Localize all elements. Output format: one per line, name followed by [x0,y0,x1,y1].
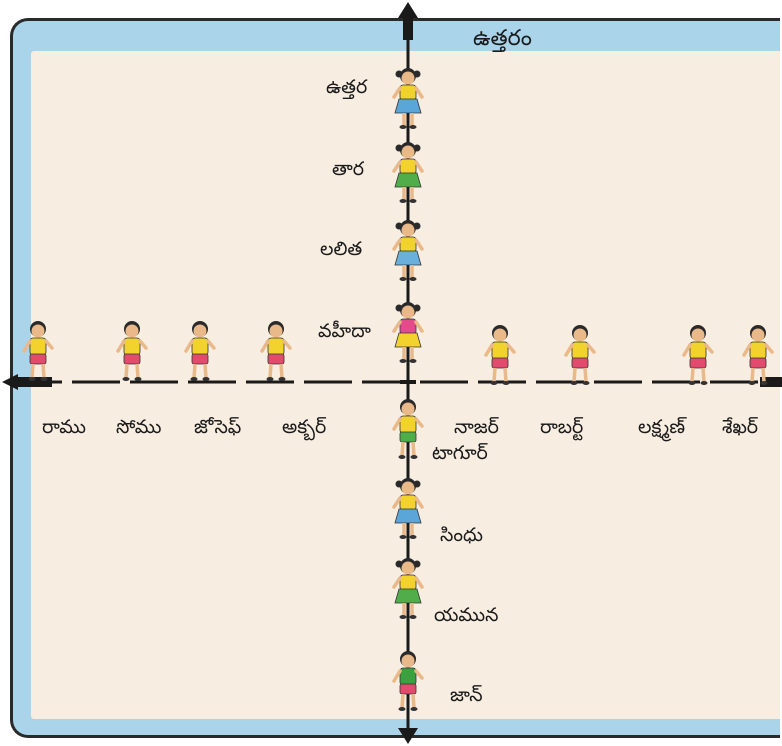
west-child-label-3: జోసెఫ్ [194,418,241,437]
east-child-label-3: లక్ష్మణ్ [638,418,685,437]
south-child-label-3: జాన్ [450,686,483,705]
west-child-figure-4 [256,318,296,382]
south-child-label-2: యమున [434,606,498,625]
west-child-label-1: రాము [42,418,86,437]
north-child-figure-1 [388,66,428,130]
west-child-label-4: అక్బర్ [282,418,326,437]
north-child-label-2: తార [332,160,364,179]
north-heading: ఉత్తరం [473,28,532,50]
north-child-label-1: ఉత్తర [326,78,367,97]
south-child-figure-1 [388,476,428,540]
west-child-figure-1 [18,318,58,382]
east-child-label-2: రాబర్ట్ [540,418,583,437]
north-child-figure-4 [388,300,428,364]
south-child-figure-3 [388,648,428,712]
south-child-label-1: సింధు [440,526,483,545]
east-child-figure-1 [480,322,520,386]
west-child-figure-3 [180,318,220,382]
south-child-figure-2 [388,556,428,620]
east-child-figure-2 [560,322,600,386]
west-child-figure-2 [112,318,152,382]
north-child-figure-2 [388,140,428,204]
north-child-label-3: లలిత [320,240,362,259]
center-child-label: టాగూర్ [432,444,488,463]
center-child-figure [388,396,428,460]
east-child-label-4: శేఖర్ [722,418,758,437]
east-child-figure-3 [678,322,718,386]
north-child-label-4: వహీదా [318,322,371,341]
north-child-figure-3 [388,218,428,282]
east-child-figure-4 [738,322,778,386]
west-child-label-2: సోము [116,418,161,437]
east-child-label-1: నాజర్ [454,418,499,437]
